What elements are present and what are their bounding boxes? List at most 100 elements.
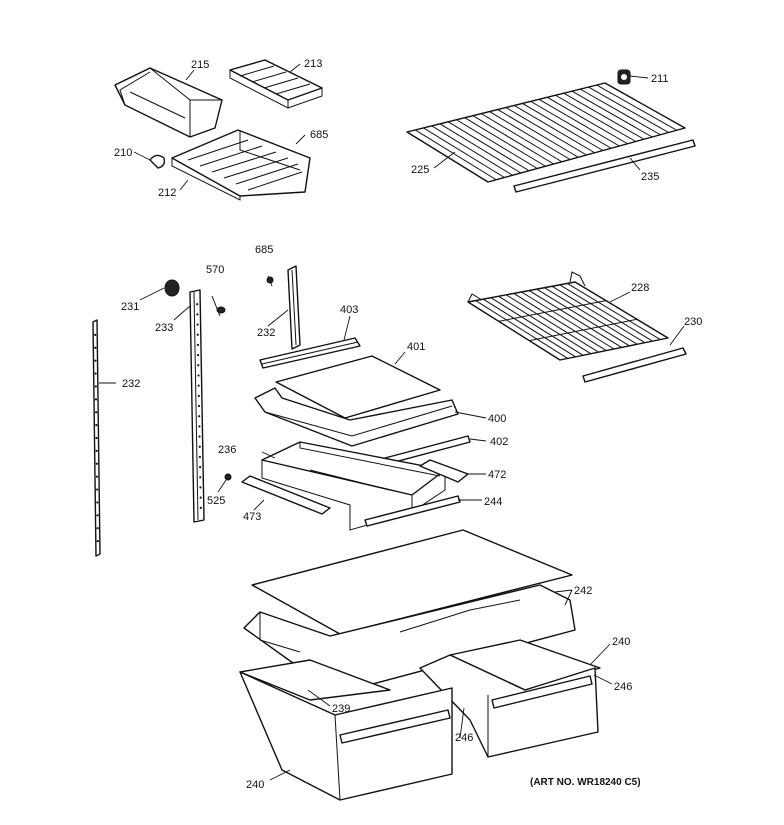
rail-hole: [96, 527, 99, 530]
wire: [522, 102, 604, 151]
wire: [439, 123, 522, 174]
label-685-b: 685: [255, 244, 273, 256]
rail-hole: [198, 455, 202, 459]
screw-685: [266, 275, 274, 287]
label-403: 403: [340, 304, 358, 316]
rail-hole: [199, 496, 202, 499]
wire: [472, 115, 554, 165]
cover-frame-400: [254, 387, 459, 447]
rail-hole: [197, 384, 200, 387]
rail-hole: [196, 313, 199, 316]
wire: [521, 291, 615, 350]
wire: [431, 125, 513, 176]
wire: [563, 92, 645, 140]
rail-hole: [95, 475, 99, 478]
trim-230: [582, 347, 687, 383]
wire: [559, 284, 653, 342]
rail-hole: [198, 425, 201, 428]
label-210: 210: [114, 147, 132, 159]
wire: [498, 295, 592, 355]
rail-hole: [198, 435, 201, 438]
rail-hole: [199, 506, 202, 509]
label-240: 240: [612, 636, 630, 648]
rail-hole: [94, 359, 97, 362]
rail-hole: [198, 415, 201, 418]
art-number: (ART NO. WR18240 C5): [530, 777, 641, 788]
wire: [544, 287, 638, 345]
rail-hole: [95, 436, 98, 440]
rail-hole: [95, 462, 98, 465]
wire-shelf-228: [467, 271, 669, 361]
part-labels: 215 213 211 685 210 212 225 235 685 570 …: [114, 58, 702, 791]
rail-hole: [94, 333, 97, 336]
label-400: 400: [488, 413, 506, 425]
wire: [464, 117, 546, 167]
rail-hole: [198, 445, 201, 448]
label-235: 235: [641, 171, 659, 183]
label-401: 401: [407, 341, 425, 353]
wire: [567, 283, 661, 340]
rail-hole: [96, 488, 99, 491]
crisper-drawer-240-right: [419, 639, 601, 758]
wire: [529, 318, 638, 342]
rail-hole: [196, 343, 200, 347]
wire: [513, 105, 595, 154]
label-230: 230: [684, 316, 702, 328]
rail-hole: [95, 449, 98, 452]
wire: [546, 96, 628, 145]
wire: [483, 298, 576, 358]
label-232: 232: [122, 378, 140, 390]
label-225: 225: [411, 164, 429, 176]
rail-hole: [95, 424, 98, 427]
rail-hole: [197, 394, 200, 397]
rail-hole: [197, 404, 201, 408]
wire: [414, 129, 497, 181]
label-473: 473: [243, 511, 261, 523]
rail-hole: [197, 364, 200, 367]
label-228: 228: [631, 282, 649, 294]
label-472: 472: [488, 469, 506, 481]
label-231: 231: [121, 301, 139, 313]
label-211: 211: [651, 73, 669, 85]
label-236: 236: [218, 444, 236, 456]
label-246: 246: [614, 681, 632, 693]
rail-232-left: [92, 319, 101, 557]
wire: [530, 100, 612, 149]
rail-hole: [95, 411, 98, 414]
label-244: 244: [484, 496, 502, 508]
label-233: 233: [155, 322, 173, 334]
label-246-b: 246: [455, 732, 473, 744]
screw-570: [211, 295, 226, 317]
wire: [555, 94, 636, 142]
wire: [571, 90, 653, 138]
rail-hole: [96, 514, 99, 517]
freezer-shelf-212: [171, 129, 311, 201]
wire: [489, 111, 571, 160]
rail-hole: [96, 540, 99, 543]
door-bin-215: [114, 67, 223, 138]
screw-525: [224, 473, 232, 481]
label-232-b: 232: [257, 327, 275, 339]
crisper-drawer-240-left: [239, 659, 453, 801]
wire: [475, 300, 568, 359]
wire: [480, 113, 563, 163]
label-213: 213: [304, 58, 322, 70]
wire: [498, 300, 607, 322]
label-212: 212: [158, 187, 176, 199]
wire: [505, 294, 599, 353]
wire: [423, 127, 505, 178]
rail-hole: [196, 353, 200, 357]
pan-236: [261, 441, 446, 531]
label-239: 239: [332, 703, 350, 715]
trim-403: [259, 337, 361, 369]
rail-hole: [197, 374, 200, 377]
shelf-trim-235: [513, 139, 696, 193]
slide-473: [241, 475, 331, 515]
leader-lines: [99, 63, 685, 781]
label-525: 525: [207, 495, 225, 507]
wire: [536, 288, 630, 347]
label-240-b: 240: [246, 779, 264, 791]
wire: [588, 86, 669, 133]
label-402: 402: [490, 436, 508, 448]
